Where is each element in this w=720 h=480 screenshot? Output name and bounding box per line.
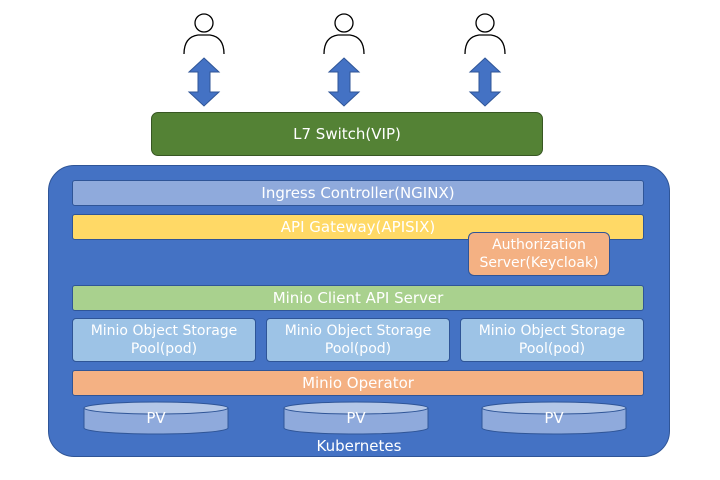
- pool-label-line1: Minio Object Storage: [284, 323, 432, 339]
- minio-operator-box: Minio Operator: [72, 370, 644, 396]
- pv-label: PV: [544, 409, 564, 427]
- pool-label-line2: Pool(pod): [130, 341, 198, 357]
- user-icon: [460, 8, 510, 58]
- minio-storage-pool-box: Minio Object Storage Pool(pod): [72, 318, 256, 362]
- cylinder-icon: [481, 401, 627, 435]
- minio-client-api-server-box: Minio Client API Server: [72, 285, 644, 311]
- ingress-controller-box: Ingress Controller(NGINX): [72, 180, 644, 206]
- minio-storage-pool-box: Minio Object Storage Pool(pod): [266, 318, 450, 362]
- minio-client-api-server-label: Minio Client API Server: [272, 289, 444, 307]
- kubernetes-label: Kubernetes: [316, 437, 402, 455]
- user-icon: [179, 8, 229, 58]
- api-gateway-box: API Gateway(APISIX): [72, 214, 644, 240]
- pool-label-line2: Pool(pod): [518, 341, 586, 357]
- pool-label-line1: Minio Object Storage: [90, 323, 238, 339]
- pv-cylinder: PV: [480, 400, 628, 436]
- pv-cylinder: PV: [82, 400, 230, 436]
- pv-label: PV: [146, 409, 166, 427]
- double-arrow-icon: [327, 57, 361, 107]
- pv-cylinder: PV: [282, 400, 430, 436]
- cylinder-icon: [283, 401, 429, 435]
- l7-switch-label: L7 Switch(VIP): [293, 125, 401, 143]
- api-gateway-label: API Gateway(APISIX): [280, 218, 436, 236]
- pool-label-line1: Minio Object Storage: [478, 323, 626, 339]
- double-arrow-icon: [187, 57, 221, 107]
- ingress-controller-label: Ingress Controller(NGINX): [261, 184, 455, 202]
- minio-storage-pool-box: Minio Object Storage Pool(pod): [460, 318, 644, 362]
- cylinder-icon: [83, 401, 229, 435]
- minio-operator-label: Minio Operator: [302, 374, 414, 392]
- pv-label: PV: [346, 409, 366, 427]
- l7-switch-box: L7 Switch(VIP): [151, 112, 543, 156]
- double-arrow-icon: [468, 57, 502, 107]
- pool-label-line2: Pool(pod): [324, 341, 392, 357]
- authorization-server-label-line2: Server(Keycloak): [479, 255, 599, 271]
- user-icon: [319, 8, 369, 58]
- authorization-server-label-line1: Authorization: [492, 237, 586, 253]
- authorization-server-box: Authorization Server(Keycloak): [468, 232, 610, 276]
